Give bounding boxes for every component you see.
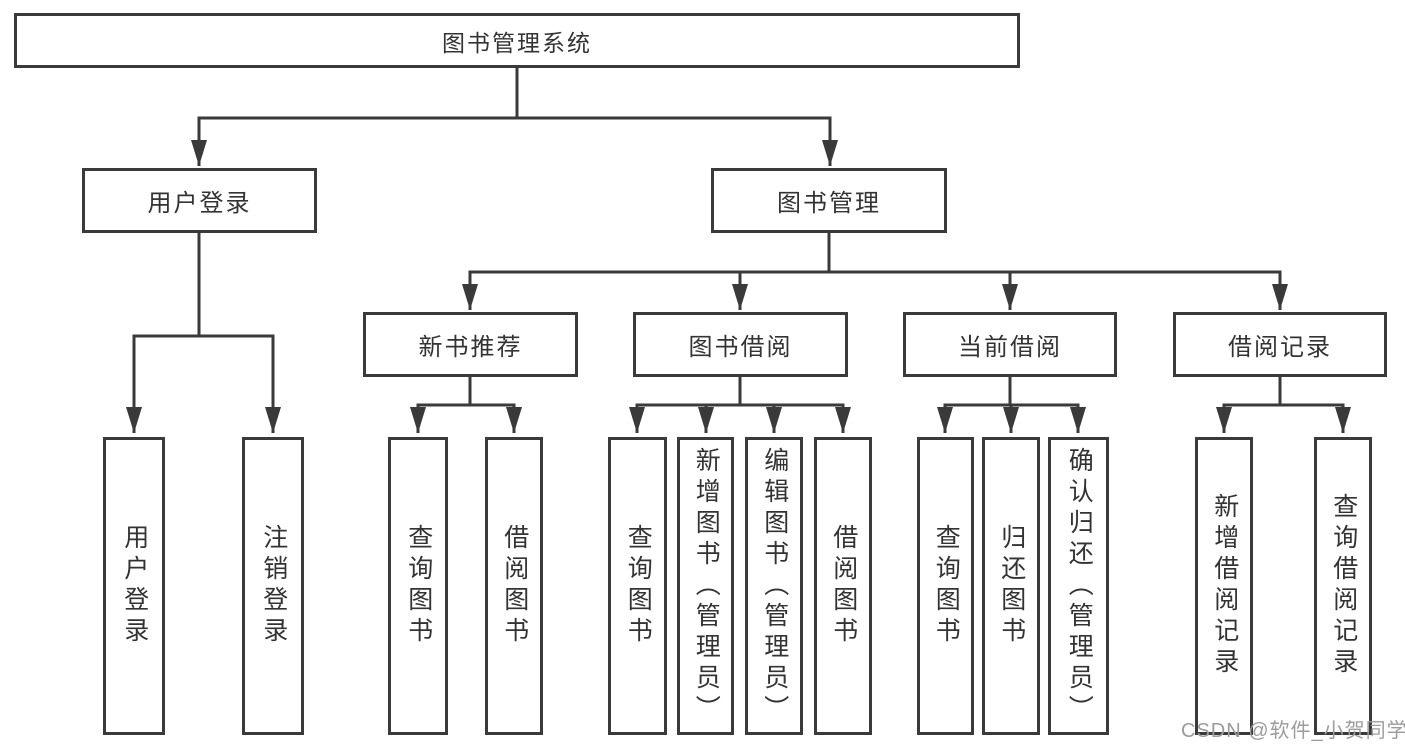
- csdn-watermark: CSDN @软件_小贺同学: [1181, 720, 1405, 742]
- node-book-borrow: 图书借阅: [633, 312, 848, 377]
- leaf-query-borrow-record: 查询借阅记录: [1314, 437, 1372, 735]
- connector-borrow-records-group: [1216, 377, 1351, 433]
- leaf-borrow-books: 借阅图书: [814, 437, 872, 735]
- node-borrow-records: 借阅记录: [1173, 312, 1387, 377]
- leaf-query-books-borrow: 查询图书: [608, 437, 667, 735]
- leaf-query-books-recommend: 查询图书: [388, 437, 448, 735]
- leaf-logout: 注销登录: [242, 437, 304, 735]
- node-book-management: 图书管理: [711, 168, 947, 233]
- connector-book-management-to-level2: [462, 233, 1288, 310]
- leaf-borrow-books-recommend: 借阅图书: [485, 437, 543, 735]
- connector-current-borrow-group: [937, 377, 1086, 433]
- leaf-add-books-admin: 新增图书（管理员）: [677, 437, 734, 735]
- node-library-management-system: 图书管理系统: [14, 13, 1020, 68]
- leaf-confirm-return-admin: 确认归还（管理员）: [1048, 437, 1109, 735]
- leaf-add-borrow-record: 新增借阅记录: [1195, 437, 1253, 735]
- leaf-user-login: 用户登录: [103, 437, 165, 735]
- node-new-book-recommend: 新书推荐: [363, 312, 578, 377]
- connector-user-login-group: [126, 233, 281, 433]
- leaf-edit-books-admin: 编辑图书（管理员）: [745, 437, 803, 735]
- connector-new-book-recommend-group: [410, 377, 522, 433]
- leaf-query-books-current: 查询图书: [917, 437, 974, 735]
- leaf-return-books: 归还图书: [982, 437, 1040, 735]
- connector-root-to-level1: [191, 66, 838, 166]
- node-current-borrow: 当前借阅: [903, 312, 1117, 377]
- node-user-login: 用户登录: [82, 168, 317, 233]
- connector-book-borrow-group: [629, 377, 851, 433]
